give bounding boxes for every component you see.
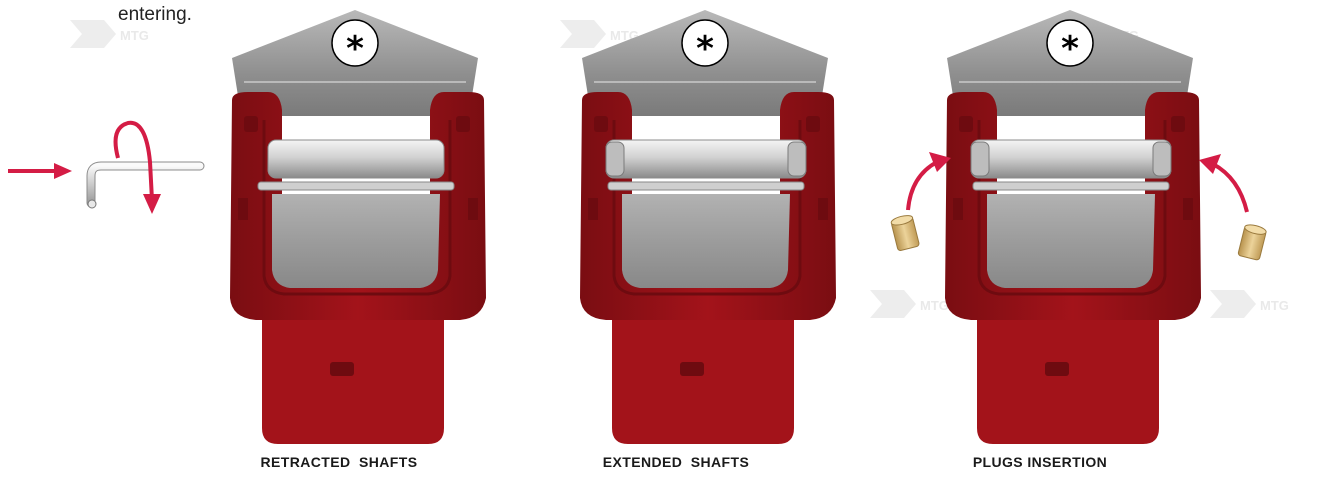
watermark-logo: MTG bbox=[1210, 290, 1289, 318]
marker-circle bbox=[331, 19, 379, 67]
shaft-end bbox=[605, 141, 625, 177]
shaft-end bbox=[787, 141, 807, 177]
pad-plate bbox=[622, 194, 790, 288]
caliper-notch bbox=[953, 198, 963, 220]
watermark-text: MTG bbox=[120, 28, 149, 43]
caliper-panel: * bbox=[890, 10, 1267, 444]
watermark-logo: MTG bbox=[560, 20, 639, 48]
caliper-notch bbox=[588, 198, 598, 220]
push-arrow-icon bbox=[8, 163, 72, 179]
mount-slot bbox=[330, 362, 354, 376]
pin-shaft bbox=[605, 139, 807, 179]
caliper-bolt bbox=[594, 116, 608, 132]
rotate-arrow-icon bbox=[113, 120, 161, 214]
caliper-bolt bbox=[456, 116, 470, 132]
caliper-notch bbox=[1183, 198, 1193, 220]
caption-plugs-insertion: PLUGS INSERTION bbox=[972, 454, 1108, 470]
marker-star: * bbox=[696, 29, 714, 69]
watermark-text: MTG bbox=[920, 298, 949, 313]
caption-retracted-shafts: RETRACTED SHAFTS bbox=[260, 454, 418, 470]
intro-text: entering. bbox=[118, 4, 192, 25]
mount-slot bbox=[1045, 362, 1069, 376]
caliper-notch bbox=[238, 198, 248, 220]
watermark-text: MTG bbox=[1260, 298, 1289, 313]
marker-circle bbox=[681, 19, 729, 67]
mount-slot bbox=[680, 362, 704, 376]
guide-rod bbox=[257, 181, 455, 191]
caliper-bolt bbox=[806, 116, 820, 132]
caliper-notch bbox=[468, 198, 478, 220]
pin-shaft bbox=[267, 139, 445, 179]
caliper-bolt bbox=[1171, 116, 1185, 132]
guide-rod bbox=[607, 181, 805, 191]
guide-rod bbox=[972, 181, 1170, 191]
caliper-bolt bbox=[959, 116, 973, 132]
marker-star: * bbox=[1061, 29, 1079, 69]
watermark-logo: MTG bbox=[870, 290, 949, 318]
pin-shaft bbox=[970, 139, 1172, 179]
pad-plate bbox=[272, 194, 440, 288]
plug-icon bbox=[890, 215, 920, 251]
caliper-panel: * bbox=[580, 10, 836, 444]
caliper-panel: * bbox=[230, 10, 486, 444]
marker-star: * bbox=[346, 29, 364, 69]
caption-extended-shafts: EXTENDED SHAFTS bbox=[602, 454, 750, 470]
caliper-notch bbox=[818, 198, 828, 220]
marker-circle bbox=[1046, 19, 1094, 67]
curved-arrow-icon bbox=[1199, 154, 1249, 213]
plug-icon bbox=[1237, 224, 1267, 261]
watermark-logo: MTG bbox=[70, 20, 149, 48]
hex-key-icon bbox=[86, 161, 205, 209]
curved-arrow-icon bbox=[906, 152, 951, 211]
pad-plate bbox=[987, 194, 1155, 288]
shaft-end bbox=[1152, 141, 1172, 177]
shaft-end bbox=[970, 141, 990, 177]
caliper-bolt bbox=[244, 116, 258, 132]
